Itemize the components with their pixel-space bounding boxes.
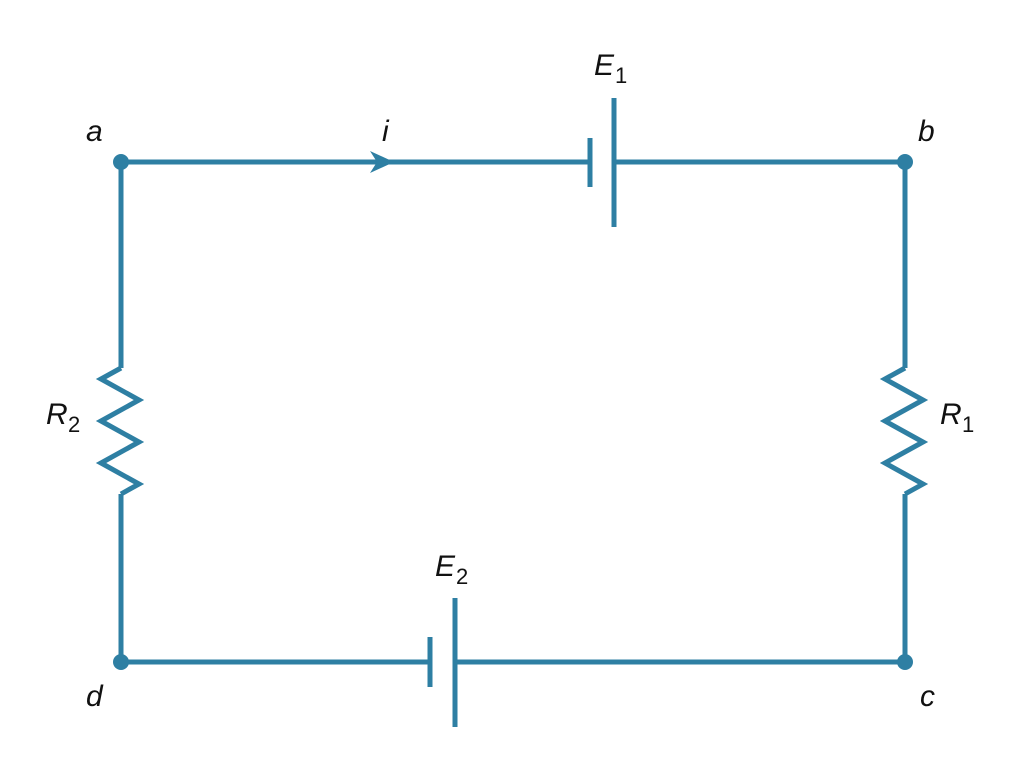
node-d-label: d bbox=[86, 680, 104, 713]
resistor-r2 bbox=[95, 365, 145, 497]
resistor-r1 bbox=[879, 365, 929, 497]
battery-e1-symbol: E bbox=[594, 49, 615, 82]
battery-e2 bbox=[427, 598, 458, 727]
resistor-r2-label: R 2 bbox=[46, 398, 80, 437]
current-label: i bbox=[382, 115, 390, 148]
battery-e2-symbol: E bbox=[435, 550, 456, 583]
node-a-dot bbox=[113, 154, 129, 170]
battery-e1-subscript: 1 bbox=[615, 63, 627, 88]
node-c-label: c bbox=[920, 680, 935, 713]
node-b-dot bbox=[897, 154, 913, 170]
battery-e1 bbox=[587, 98, 617, 227]
node-d-dot bbox=[113, 654, 129, 670]
resistor-r2-symbol: R bbox=[46, 398, 68, 431]
resistor-r1-subscript: 1 bbox=[962, 412, 974, 437]
resistor-r1-symbol: R bbox=[940, 398, 962, 431]
node-b-label: b bbox=[918, 115, 935, 148]
battery-e2-label: E 2 bbox=[435, 550, 468, 589]
battery-e2-subscript: 2 bbox=[456, 564, 468, 589]
node-c-dot bbox=[897, 654, 913, 670]
node-a-label: a bbox=[86, 115, 103, 148]
battery-e1-label: E 1 bbox=[594, 49, 627, 88]
current-arrow bbox=[370, 151, 394, 173]
resistor-r1-label: R 1 bbox=[940, 398, 974, 437]
resistor-r2-subscript: 2 bbox=[68, 412, 80, 437]
